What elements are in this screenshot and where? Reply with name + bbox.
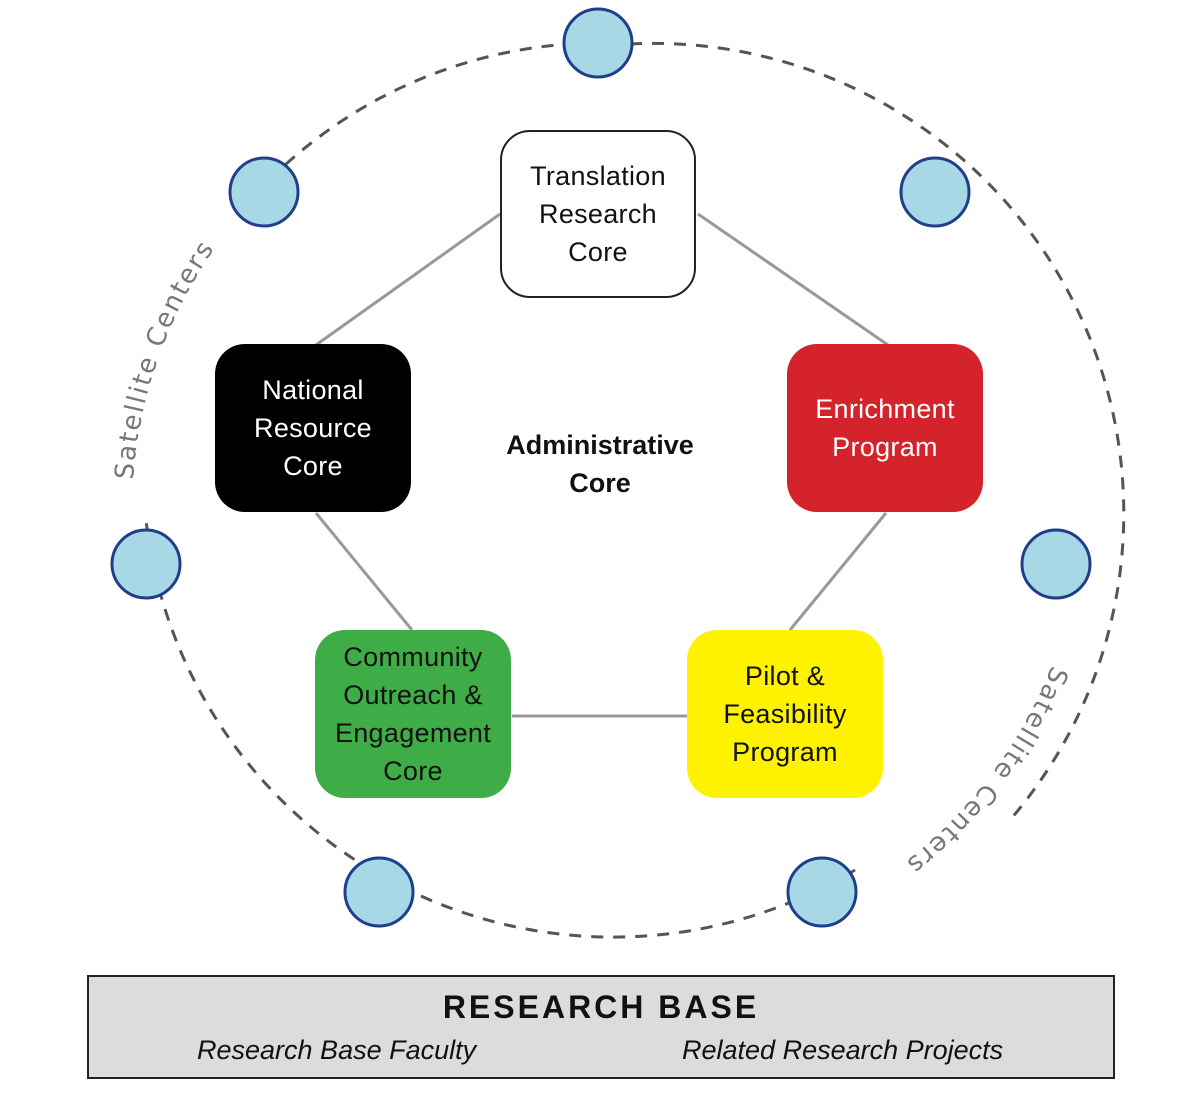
community-outreach-engagement-core: Community Outreach & Engagement Core [315,630,511,798]
node-label-line: Feasibility [723,699,847,729]
node-label-line: Program [832,432,938,462]
satellite-center [562,7,634,79]
research-base-title: RESEARCH BASE [442,989,760,1025]
translation-research-core: Translation Research Core [500,130,696,298]
node-label-line: Research [539,199,657,229]
connector-line [314,512,414,631]
satellite-center [343,856,415,928]
related-research-projects: Related Research Projects [682,1035,1004,1065]
node-label-line: Core [283,451,343,481]
satellite-center [110,528,182,600]
research-base-box: RESEARCH BASE Research Base Faculty Rela… [87,975,1115,1079]
satellite-center [786,856,858,928]
satellite-ring-segment [629,41,1126,821]
national-resource-core: National Resource Core [215,344,411,512]
satellite-centers-label-left: Satellite Centers [110,234,221,480]
node-label-line: Pilot & [744,661,826,691]
node-label-line: National [262,375,364,405]
research-base-faculty: Research Base Faculty [197,1035,477,1065]
connector-line [697,212,889,347]
satellite-center [1020,528,1092,600]
connector-line [315,212,501,347]
satellite-center [899,156,971,228]
node-label-line: Community [343,642,483,672]
admin-label-line: Core [569,468,631,498]
diagram-canvas: Satellite Centers Satellite Centers [110,7,1126,939]
node-label-line: Resource [254,413,372,443]
node-label-line: Enrichment [815,394,955,424]
connector-line [788,512,888,631]
enrichment-program: Enrichment Program [787,344,983,512]
administrative-core: Administrative Core [470,426,730,502]
node-label-line: Program [732,737,838,767]
node-label-line: Outreach & [343,680,483,710]
node-label-line: Core [383,756,443,786]
node-label-line: Translation [530,161,666,191]
pilot-feasibility-program: Pilot & Feasibility Program [687,630,883,798]
admin-label-line: Administrative [506,430,694,460]
satellite-center [228,156,300,228]
node-label-line: Engagement [334,718,492,748]
node-label-line: Core [568,237,628,267]
